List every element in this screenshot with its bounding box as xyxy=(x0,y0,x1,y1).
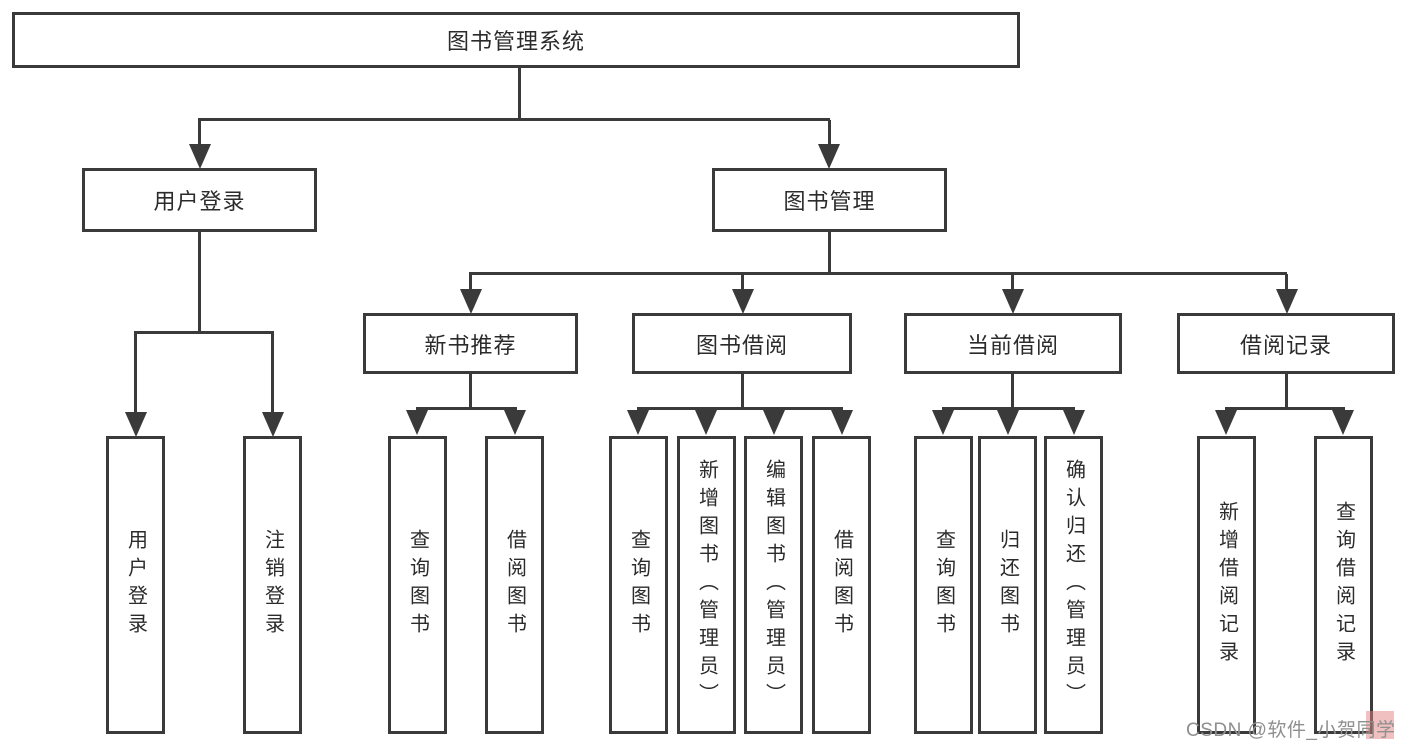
node-root: 图书管理系统 xyxy=(12,12,1020,68)
arrow-down-icon xyxy=(997,410,1019,435)
node-book-borrow: 图书借阅 xyxy=(632,313,852,374)
connector-line xyxy=(1011,274,1014,291)
connector-line xyxy=(741,374,744,410)
connector-line xyxy=(942,407,1075,410)
connector-line xyxy=(416,407,517,410)
node-label: 借阅记录 xyxy=(1239,332,1332,358)
arrow-down-icon xyxy=(460,289,482,314)
connector-line xyxy=(134,331,274,334)
connector-line xyxy=(518,68,521,120)
node-label: 图书管理 xyxy=(783,189,876,214)
connector-line xyxy=(637,407,843,410)
leaf-borrow-borrow-book: 借阅图书 xyxy=(812,436,871,734)
leaf-logout-login: 注销登录 xyxy=(243,436,302,734)
connector-line xyxy=(1285,274,1288,291)
leaf-current-query-book: 查询图书 xyxy=(914,436,973,734)
connector-line xyxy=(469,274,472,291)
connector-line xyxy=(828,120,831,148)
leaf-borrow-query-book: 查询图书 xyxy=(609,436,668,734)
leaf-label: 查询图书 xyxy=(627,529,650,641)
arrow-down-icon xyxy=(1063,410,1085,435)
leaf-label: 查询图书 xyxy=(406,529,429,641)
node-label: 图书借阅 xyxy=(695,332,788,358)
arrow-down-icon xyxy=(695,410,717,435)
leaf-label: 用户登录 xyxy=(124,529,147,641)
leaf-recommend-query-book: 查询图书 xyxy=(388,436,447,734)
connector-line xyxy=(741,274,744,291)
arrow-down-icon xyxy=(1215,410,1237,435)
connector-line xyxy=(1011,374,1014,410)
arrow-down-icon xyxy=(732,289,754,314)
arrow-down-icon xyxy=(406,410,428,435)
arrow-down-icon xyxy=(262,412,284,437)
arrow-down-icon xyxy=(1002,289,1024,314)
arrow-down-icon xyxy=(932,410,954,435)
node-borrow-records: 借阅记录 xyxy=(1177,313,1395,374)
leaf-label: 查询图书 xyxy=(932,529,955,641)
connector-line xyxy=(1285,374,1288,410)
connector-line xyxy=(134,333,137,413)
leaf-user-login: 用户登录 xyxy=(106,436,165,734)
node-label: 图书管理系统 xyxy=(446,29,585,54)
arrow-down-icon xyxy=(818,144,840,169)
watermark: CSDN @软件_小贺同学 xyxy=(1186,720,1396,741)
connector-line xyxy=(469,374,472,410)
leaf-borrow-edit-book-admin: 编辑图书（管理员） xyxy=(744,436,803,734)
leaf-label: 查询借阅记录 xyxy=(1332,501,1355,669)
connector-line xyxy=(198,118,830,121)
leaf-label: 确认归还（管理员） xyxy=(1062,459,1085,711)
leaf-current-confirm-return-admin: 确认归还（管理员） xyxy=(1044,436,1103,734)
node-user-login: 用户登录 xyxy=(82,168,317,232)
node-new-book-recommend: 新书推荐 xyxy=(363,313,578,374)
leaf-label: 借阅图书 xyxy=(830,529,853,641)
leaf-label: 注销登录 xyxy=(261,529,284,641)
leaf-borrow-add-book-admin: 新增图书（管理员） xyxy=(677,436,736,734)
connector-line xyxy=(828,232,831,275)
arrow-down-icon xyxy=(125,412,147,437)
leaf-label: 借阅图书 xyxy=(503,529,526,641)
connector-line xyxy=(1225,407,1345,410)
leaf-label: 新增图书（管理员） xyxy=(695,459,718,711)
node-label: 当前借阅 xyxy=(966,332,1059,358)
arrow-down-icon xyxy=(627,410,649,435)
node-label: 新书推荐 xyxy=(424,332,517,358)
leaf-records-add-record: 新增借阅记录 xyxy=(1197,436,1256,734)
leaf-label: 新增借阅记录 xyxy=(1215,501,1238,669)
arrow-down-icon xyxy=(831,410,853,435)
node-book-management: 图书管理 xyxy=(712,168,947,232)
leaf-label: 归还图书 xyxy=(996,529,1019,641)
connector-line xyxy=(469,272,1287,275)
leaf-label: 编辑图书（管理员） xyxy=(762,459,785,711)
watermark-highlight xyxy=(1366,711,1394,739)
connector-line xyxy=(198,232,201,334)
leaf-current-return-book: 归还图书 xyxy=(978,436,1037,734)
arrow-down-icon xyxy=(763,410,785,435)
arrow-down-icon xyxy=(189,144,211,169)
leaf-recommend-borrow-book: 借阅图书 xyxy=(485,436,544,734)
node-label: 用户登录 xyxy=(153,189,246,214)
arrow-down-icon xyxy=(1332,410,1354,435)
leaf-records-query-record: 查询借阅记录 xyxy=(1314,436,1373,734)
node-current-borrow: 当前借阅 xyxy=(904,313,1122,374)
arrow-down-icon xyxy=(1276,289,1298,314)
connector-line xyxy=(198,120,201,148)
connector-line xyxy=(271,333,274,413)
arrow-down-icon xyxy=(504,410,526,435)
